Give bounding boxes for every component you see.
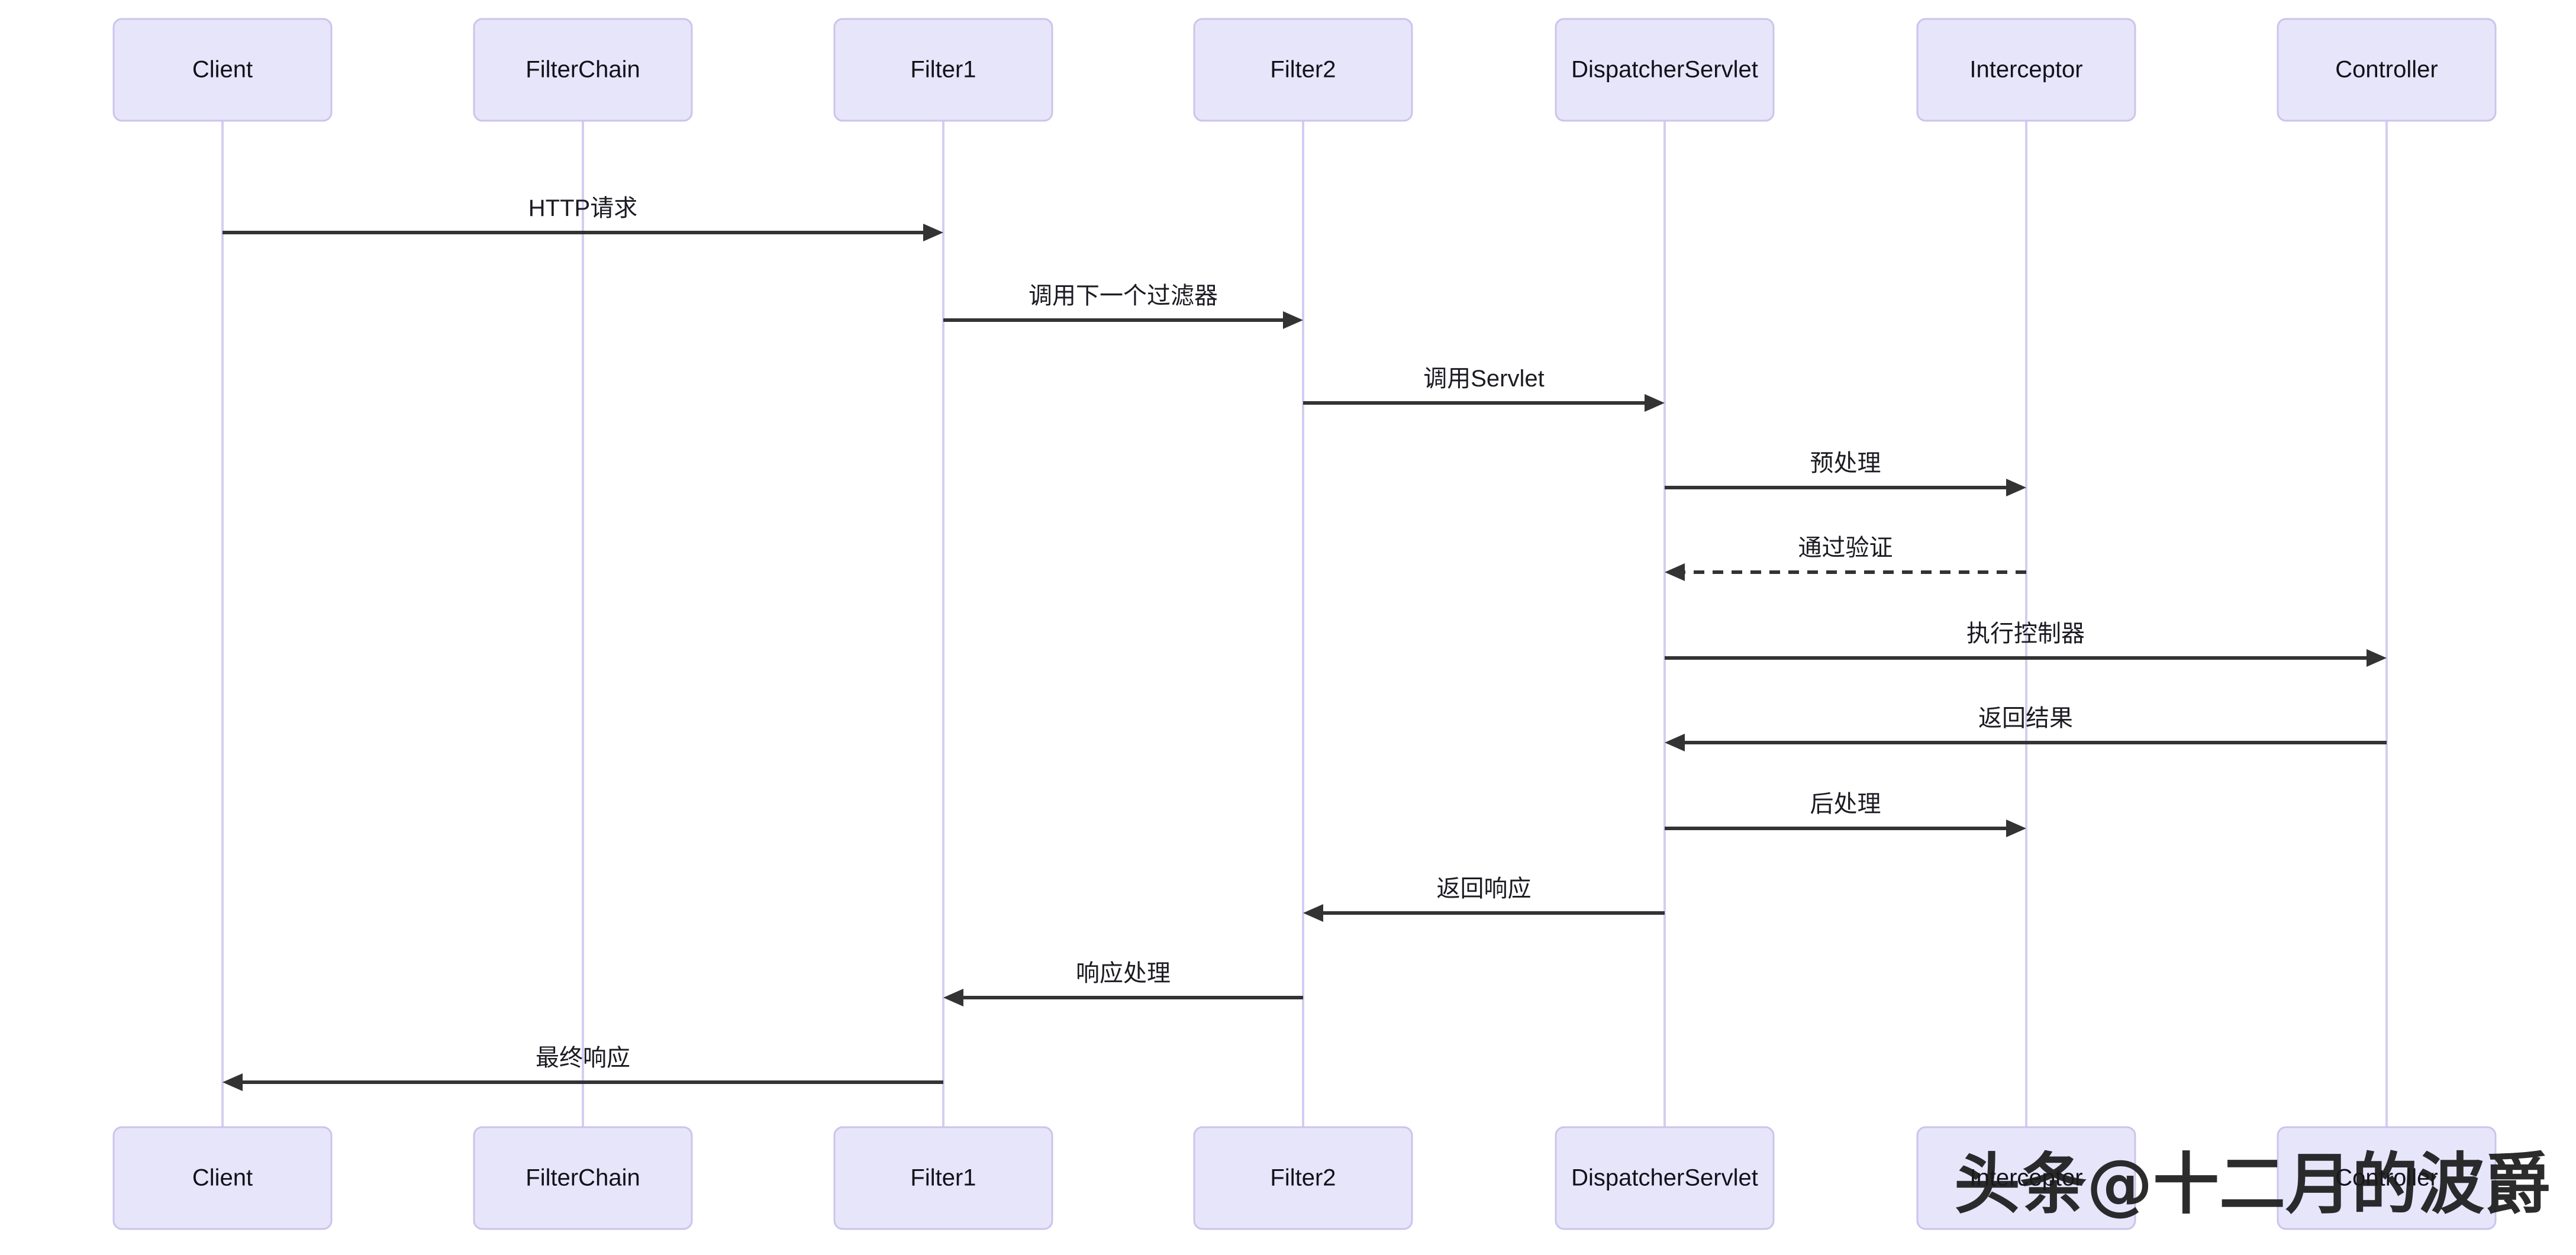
- message-m3: 调用Servlet: [1303, 366, 1665, 412]
- participant-top-filterchain[interactable]: FilterChain: [473, 18, 693, 122]
- message-m6: 执行控制器: [1665, 621, 2387, 667]
- participant-bottom-label: DispatcherServlet: [1571, 1165, 1758, 1191]
- message-m9: 返回响应: [1303, 876, 1665, 922]
- participant-bottom-dispatcherservlet[interactable]: DispatcherServlet: [1555, 1126, 1775, 1230]
- participant-bottom-rect[interactable]: [473, 1126, 693, 1230]
- participant-top-label: Client: [192, 57, 253, 83]
- message-label: HTTP请求: [528, 195, 637, 221]
- participant-bottom-label: Interceptor: [1969, 1165, 2082, 1191]
- message-label: 执行控制器: [1966, 621, 2085, 647]
- participant-bottom-rect[interactable]: [1555, 1126, 1775, 1230]
- message-label: 最终响应: [536, 1045, 630, 1071]
- participant-top-controller[interactable]: Controller: [2277, 18, 2497, 122]
- message-label: 预处理: [1810, 450, 1881, 476]
- participant-top-rect[interactable]: [1916, 18, 2136, 122]
- message-arrowhead: [923, 224, 943, 241]
- participant-bottom-label: FilterChain: [525, 1165, 640, 1191]
- participant-bottom-controller[interactable]: Controller: [2277, 1126, 2497, 1230]
- message-arrowhead: [2367, 649, 2387, 667]
- watermark: 头条@十二月的波爵: [1954, 1146, 2551, 1223]
- participant-bottom-label: Filter2: [1270, 1165, 1336, 1191]
- message-label: 返回响应: [1437, 876, 1532, 902]
- participant-bottom-filterchain[interactable]: FilterChain: [473, 1126, 693, 1230]
- participant-bottom-filter2[interactable]: Filter2: [1193, 1126, 1413, 1230]
- message-m10: 响应处理: [943, 960, 1303, 1006]
- participant-bottom-rect[interactable]: [1193, 1126, 1413, 1230]
- participant-top-rect[interactable]: [112, 18, 333, 122]
- participant-top-label: Controller: [2335, 57, 2438, 83]
- participant-bottom-interceptor[interactable]: Interceptor: [1916, 1126, 2136, 1230]
- message-label: 通过验证: [1798, 535, 1893, 561]
- message-m2: 调用下一个过滤器: [943, 283, 1303, 329]
- message-label: 调用下一个过滤器: [1029, 283, 1218, 309]
- participant-top-filter2[interactable]: Filter2: [1193, 18, 1413, 122]
- participant-bottom-rect[interactable]: [833, 1126, 1053, 1230]
- message-arrowhead: [943, 989, 963, 1006]
- message-m7: 返回结果: [1665, 705, 2387, 751]
- participant-bottom-client[interactable]: Client: [112, 1126, 333, 1230]
- message-arrowhead: [2006, 820, 2026, 837]
- participant-top-rect[interactable]: [473, 18, 693, 122]
- message-label: 返回结果: [1978, 705, 2073, 731]
- message-arrowhead: [1665, 563, 1685, 581]
- top-participant-boxes: Client FilterChain Filter1 Filter2 Dispatche…: [112, 18, 2497, 122]
- message-label: 响应处理: [1076, 960, 1171, 986]
- participant-bottom-filter1[interactable]: Filter1: [833, 1126, 1053, 1230]
- message-m5: 通过验证: [1665, 535, 2026, 581]
- participant-top-filter1[interactable]: Filter1: [833, 18, 1053, 122]
- participant-top-label: Interceptor: [1969, 57, 2082, 83]
- message-arrowhead: [1283, 311, 1303, 329]
- message-m1: HTTP请求: [223, 195, 943, 241]
- participant-top-label: DispatcherServlet: [1571, 57, 1758, 83]
- message-m8: 后处理: [1665, 791, 2026, 837]
- participant-top-rect[interactable]: [833, 18, 1053, 122]
- participant-bottom-label: Client: [192, 1165, 253, 1191]
- participant-top-label: Filter1: [910, 57, 976, 83]
- participant-bottom-rect[interactable]: [2277, 1126, 2497, 1230]
- participant-top-dispatcherservlet[interactable]: DispatcherServlet: [1555, 18, 1775, 122]
- participant-top-label: Filter2: [1270, 57, 1336, 83]
- message-label: 调用Servlet: [1423, 366, 1545, 392]
- message-m11: 最终响应: [223, 1045, 943, 1091]
- participant-bottom-label: Filter1: [910, 1165, 976, 1191]
- participant-bottom-label: Controller: [2335, 1165, 2438, 1191]
- participant-top-rect[interactable]: [1193, 18, 1413, 122]
- message-arrowhead: [1665, 734, 1685, 751]
- message-arrowhead: [223, 1073, 243, 1091]
- participant-top-interceptor[interactable]: Interceptor: [1916, 18, 2136, 122]
- message-arrowhead: [1645, 394, 1665, 412]
- participant-top-client[interactable]: Client: [112, 18, 333, 122]
- participant-top-rect[interactable]: [2277, 18, 2497, 122]
- message-m4: 预处理: [1665, 450, 2026, 496]
- message-arrowhead: [1303, 904, 1323, 922]
- watermark-text: 头条@十二月的波爵: [1954, 1146, 2551, 1223]
- participant-bottom-rect[interactable]: [112, 1126, 333, 1230]
- message-arrowhead: [2006, 479, 2026, 496]
- bottom-participant-boxes: Client FilterChain Filter1 Filter2 Dispatche…: [112, 1126, 2497, 1230]
- participant-top-rect[interactable]: [1555, 18, 1775, 122]
- lifelines-layer: [221, 121, 2388, 1127]
- participant-bottom-rect[interactable]: [1916, 1126, 2136, 1230]
- participant-top-label: FilterChain: [525, 57, 640, 83]
- message-label: 后处理: [1810, 791, 1881, 817]
